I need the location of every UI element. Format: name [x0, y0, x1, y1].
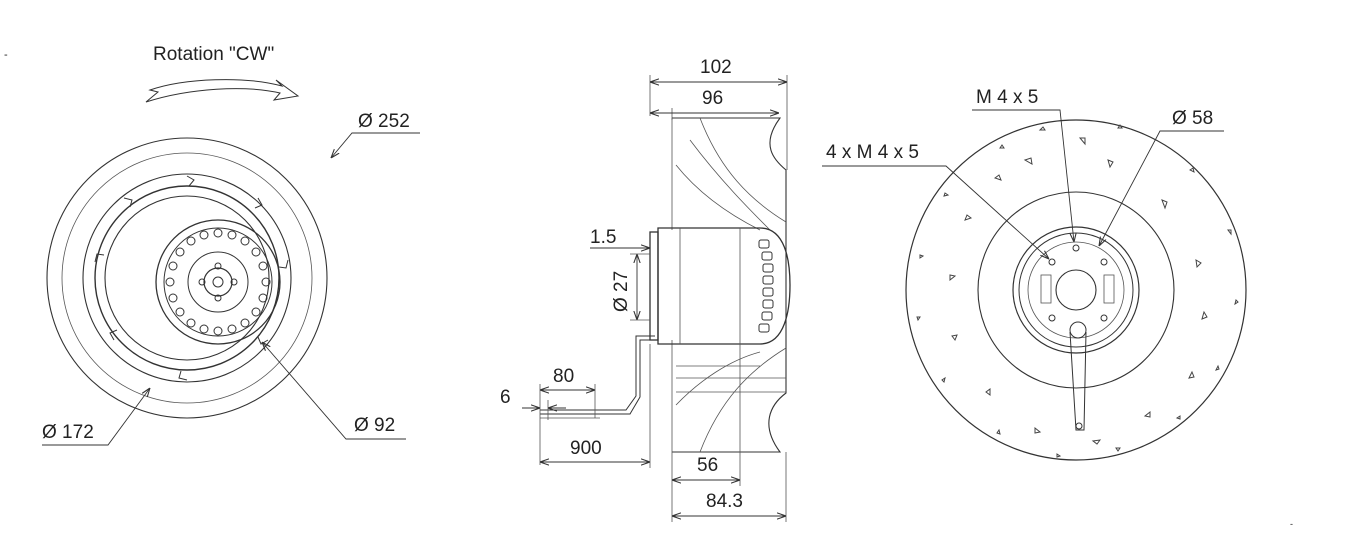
rotor-diameter-label: Ø 92 — [354, 415, 395, 436]
shaft-diameter-label: Ø 27 — [611, 271, 632, 312]
mount-threads-label: 4 x M 4 x 5 — [826, 142, 919, 163]
front-view: Rotation "CW" — [42, 44, 420, 446]
rear-view: M 4 x 5 4 x M 4 x 5 Ø 58 — [822, 87, 1247, 461]
stray-mark: - — [4, 49, 8, 61]
lead-strip-label: 80 — [553, 366, 574, 387]
rotation-label: Rotation "CW" — [153, 44, 274, 65]
bolt-circle-label: Ø 58 — [1172, 108, 1213, 129]
cable-length-label: 900 — [570, 438, 602, 459]
rotation-arrow-icon — [145, 79, 300, 103]
side-view: 102 96 1.5 — [500, 57, 791, 522]
mount-depth-label: 84.3 — [706, 491, 743, 512]
overall-width-label: 102 — [700, 57, 732, 78]
rotor-holes — [165, 228, 271, 336]
inlet-diameter-label: Ø 172 — [42, 422, 94, 443]
flange-thickness-label: 1.5 — [590, 227, 616, 248]
outer-diameter-label: Ø 252 — [358, 111, 410, 132]
motor-fins — [758, 239, 774, 333]
stray-mark: - — [1290, 519, 1293, 529]
blade-ticks — [94, 175, 289, 381]
motor-depth-label: 56 — [697, 455, 718, 476]
blade-width-label: 96 — [702, 88, 723, 109]
center-thread-label: M 4 x 5 — [976, 87, 1038, 108]
blade-marks — [916, 124, 1239, 458]
wire-strip-label: 6 — [500, 387, 511, 408]
